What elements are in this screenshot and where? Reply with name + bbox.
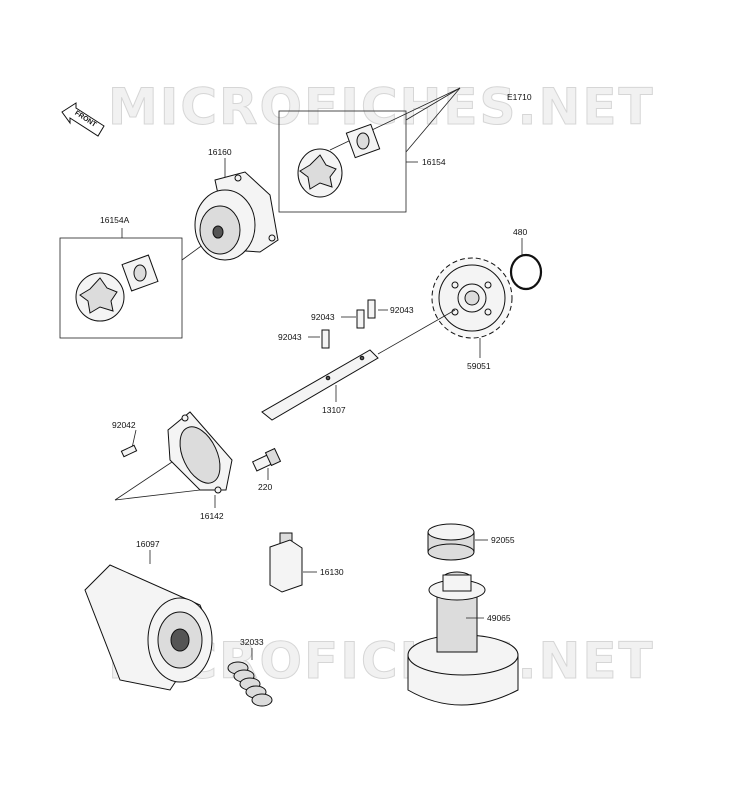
- part-label-16142: 16142: [200, 511, 224, 521]
- fitting-16130: [269, 532, 303, 593]
- part-label-16160: 16160: [208, 147, 232, 157]
- pin-92043-b: [367, 299, 376, 319]
- pump-housing-16160: [194, 171, 279, 261]
- part-label-59051: 59051: [467, 361, 491, 371]
- part-label-92043-c: 92043: [278, 332, 302, 342]
- part-label-92043-b: 92043: [390, 305, 414, 315]
- box-16154a: [59, 237, 183, 339]
- part-label-16154: 16154: [422, 157, 446, 167]
- inner-rotor-16154a: [75, 254, 159, 322]
- bolt-220: [251, 447, 282, 472]
- pin-92043-c: [321, 329, 330, 349]
- part-label-13107: 13107: [322, 405, 346, 415]
- shaft-13107: [261, 309, 456, 421]
- part-label-16130: 16130: [320, 567, 344, 577]
- part-label-92043-a: 92043: [311, 312, 335, 322]
- part-label-220: 220: [258, 482, 272, 492]
- part-label-92055: 92055: [491, 535, 515, 545]
- part-label-92042: 92042: [112, 420, 136, 430]
- watermark-top: MICROFICHES.NET: [108, 78, 655, 136]
- oil-filter-16097: [84, 564, 213, 691]
- front-arrow-icon: FRONT: [61, 102, 105, 137]
- pin-92043-a: [356, 309, 365, 329]
- part-label-480: 480: [513, 227, 527, 237]
- part-label-49065: 49065: [487, 613, 511, 623]
- snap-ring-480: [509, 253, 543, 291]
- diagram-code: E1710: [507, 92, 532, 102]
- cap-92055: [427, 523, 475, 561]
- part-label-32033: 32033: [240, 637, 264, 647]
- box-16154: [278, 110, 407, 213]
- strainer-49065: [407, 571, 519, 706]
- pin-92042: [120, 444, 138, 458]
- part-label-16154a: 16154A: [100, 215, 130, 225]
- spring-32033: [227, 661, 273, 707]
- gear-59051: [431, 257, 513, 339]
- inner-rotor-16154: [297, 123, 381, 198]
- part-label-16097: 16097: [136, 539, 160, 549]
- pump-cover-16142: [167, 411, 233, 494]
